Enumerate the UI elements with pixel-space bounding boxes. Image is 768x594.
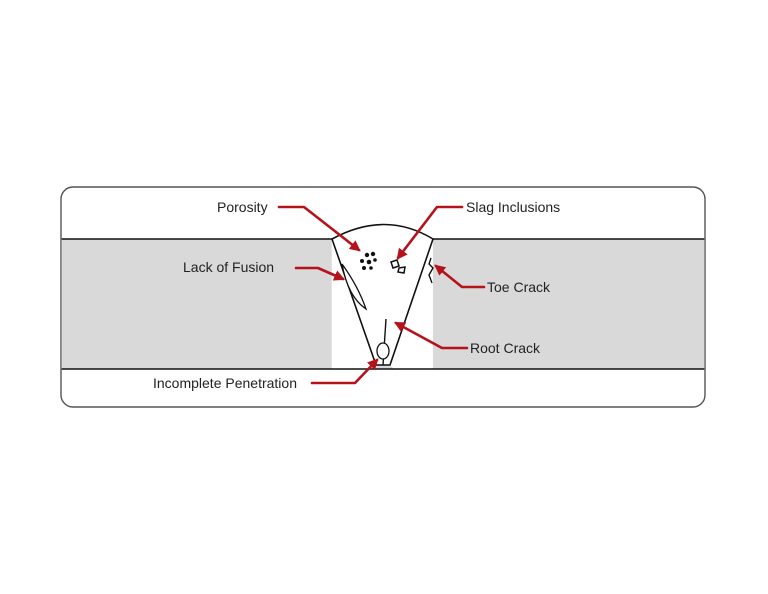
toe-crack: [428, 257, 434, 284]
incomplete-penetration-label: Incomplete Penetration: [153, 375, 297, 391]
porosity-label: Porosity: [217, 199, 268, 215]
toe-crack-label: Toe Crack: [487, 279, 551, 295]
slag-inclusions-label: Slag Inclusions: [466, 199, 560, 215]
weld-bead: [331, 223, 434, 366]
incomplete-penetration-void: [376, 342, 390, 360]
incomplete-penetration-arrow: [310, 358, 379, 385]
slag-inclusions: [390, 259, 406, 274]
base-plate-left: [61, 239, 332, 369]
base-plate-right: [433, 239, 705, 369]
lack-of-fusion-void: [341, 263, 368, 311]
lack-of-fusion-arrow: [294, 266, 345, 281]
porosity-pores: [360, 251, 377, 270]
porosity-arrow: [277, 205, 361, 252]
toe-crack-arrow: [434, 264, 486, 289]
root-crack-arrow: [394, 321, 469, 350]
root-crack-label: Root Crack: [470, 340, 541, 356]
slag-inclusions-arrow: [396, 205, 464, 260]
lack-of-fusion-label: Lack of Fusion: [183, 259, 274, 275]
